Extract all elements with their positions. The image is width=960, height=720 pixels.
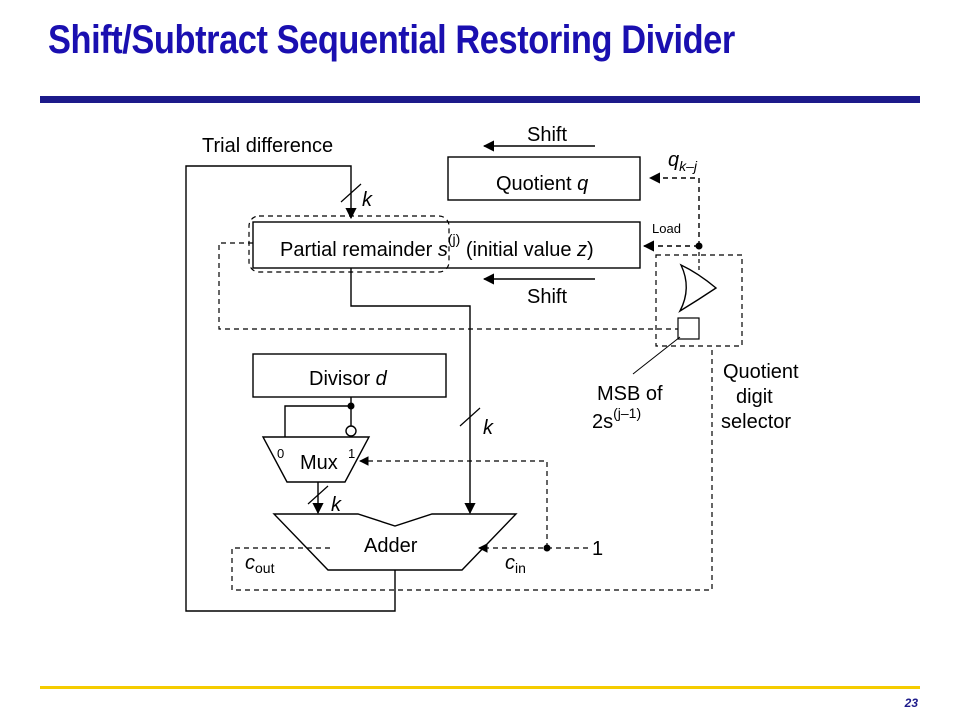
page-number: 23 (904, 696, 918, 710)
cout-label: cout (245, 552, 275, 576)
divisor-register-label: Divisor d (309, 368, 388, 390)
title-divider (40, 96, 920, 103)
divisor-register (252, 353, 447, 398)
k-slash-right (459, 407, 481, 427)
quotient-register-label: Quotient q (496, 173, 588, 195)
msb-label-line1: MSB of (597, 383, 663, 405)
remainder-to-adder-wire (350, 268, 476, 515)
k-label-right: k (483, 417, 494, 439)
load-label: Load (652, 221, 681, 236)
partial-remainder-register (252, 221, 641, 269)
mux (261, 436, 371, 483)
shift-top-label: Shift (527, 124, 567, 146)
quotient-register (447, 156, 641, 201)
or-gate (678, 263, 718, 313)
q-signal-label: qk–j (668, 149, 698, 174)
page-title: Shift/Subtract Sequential Restoring Divi… (48, 18, 735, 62)
quotient-digit-selector (655, 254, 743, 347)
mux-label: Mux (300, 452, 338, 474)
q-digit-wire (648, 172, 700, 246)
k-label-top: k (362, 189, 373, 211)
k-slash-top (340, 183, 362, 203)
cin-label: cin (505, 552, 526, 576)
mux-input-0: 0 (277, 446, 284, 461)
divisor-to-mux0-wire (284, 405, 351, 437)
partial-remainder-label: Partial remainder s(j) (initial value z) (280, 231, 594, 261)
msb-flipflop (677, 317, 700, 340)
mux-select-wire (359, 456, 548, 548)
trial-difference-label: Trial difference (202, 135, 333, 157)
selector-label-line1: Quotient (723, 361, 799, 383)
shift-bottom-label: Shift (527, 286, 567, 308)
k-label-mux: k (331, 494, 342, 516)
selector-label-line3: selector (721, 411, 791, 433)
k-slash-mux (307, 485, 329, 505)
remainder-upper-highlight (248, 215, 450, 273)
adder-label: Adder (364, 535, 418, 557)
constant-one-label: 1 (592, 538, 603, 560)
adder (272, 513, 518, 571)
cout-wire (231, 346, 713, 591)
footer-divider (40, 686, 920, 689)
msb-pointer-line (632, 336, 681, 375)
msb-wire (218, 242, 684, 330)
msb-label-line2: 2s(j–1) (592, 405, 641, 433)
selector-label-line2: digit (736, 386, 773, 408)
mux-invert-bubble (345, 425, 357, 437)
trial-difference-wire (185, 165, 396, 612)
mux-input-1: 1 (348, 446, 355, 461)
